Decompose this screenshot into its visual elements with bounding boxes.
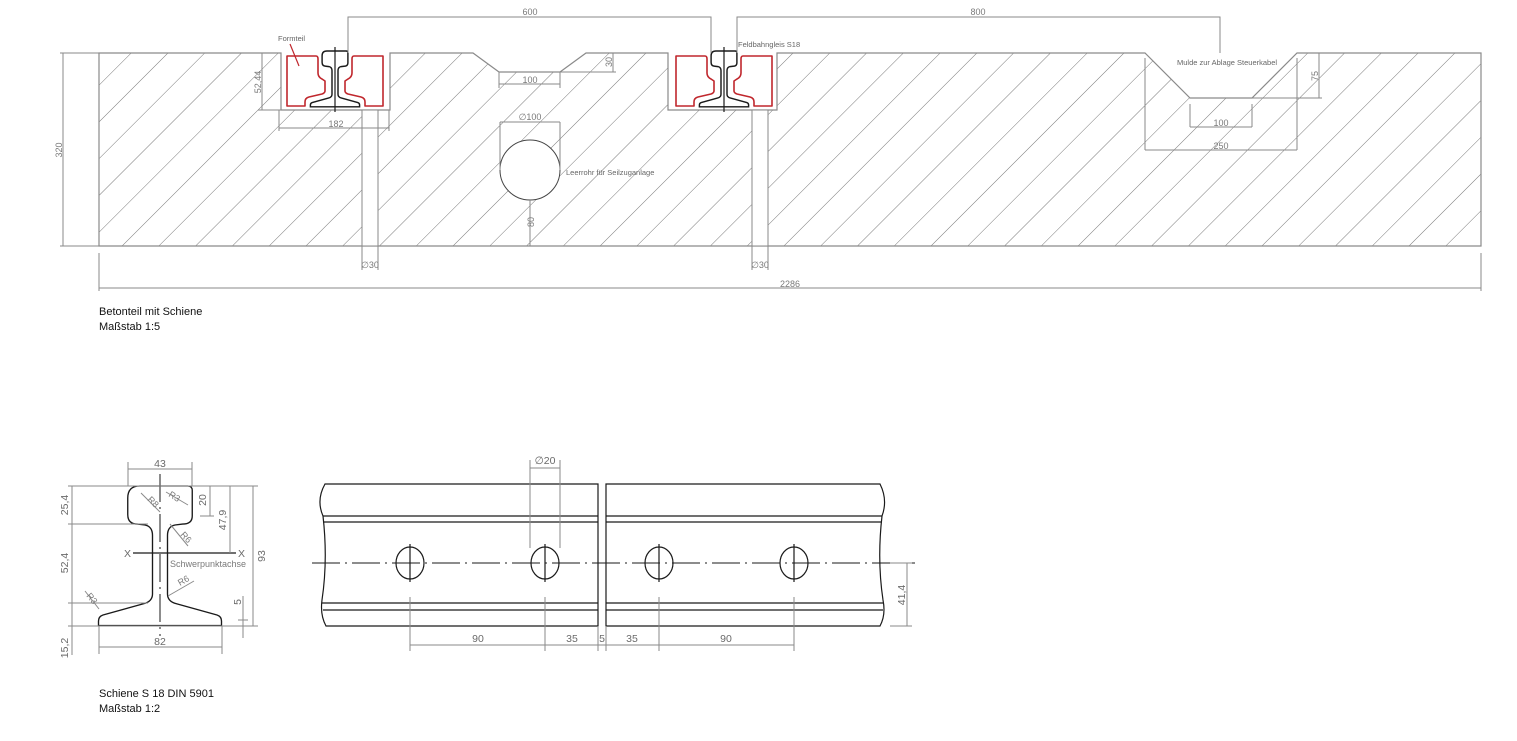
rail-section-scale: Maßstab 1:2: [99, 703, 160, 715]
rail-side-view: ∅20 41,4 90 35 5 35 90: [312, 455, 915, 651]
axis-label-right: X: [238, 548, 245, 560]
top-dimensions: 600 800 320 52,44 182 100 30 ∅100 80 ∅30…: [54, 7, 1482, 291]
dim-182: 182: [328, 119, 343, 129]
rail-pocket-right: [675, 47, 773, 112]
dim-slot-left: ∅30: [361, 260, 379, 270]
dim-41-4: 41,4: [896, 585, 908, 606]
radius-r6-bottom: R6: [176, 573, 191, 587]
dim-15-2: 15,2: [59, 638, 71, 659]
slot-left: [361, 109, 379, 247]
dim-90-left: 90: [472, 633, 484, 645]
dim-93: 93: [256, 550, 268, 562]
dim-82: 82: [154, 636, 166, 648]
rail-section-title: Schiene S 18 DIN 5901: [99, 688, 214, 700]
dim-52-44: 52,44: [253, 71, 263, 94]
rail-segment-right: [605, 483, 886, 627]
dim-30-groove: 30: [604, 57, 614, 67]
top-drawing-title: Betonteil mit Schiene: [99, 306, 202, 318]
dim-75: 75: [1310, 71, 1320, 81]
slot-right: [751, 109, 769, 247]
label-feldbahngleis: Feldbahngleis S18: [738, 40, 800, 49]
dim-2286: 2286: [780, 279, 800, 289]
radius-r6-top: R6: [179, 530, 194, 545]
dim-slot-right: ∅30: [751, 260, 769, 270]
dim-47-9: 47,9: [217, 510, 229, 531]
dim-100-mulde: 100: [1213, 118, 1228, 128]
label-formteil: Formteil: [278, 34, 305, 43]
top-labels: Formteil Feldbahngleis S18 Leerrohr für …: [99, 34, 1277, 333]
conduit-pipe: [499, 139, 561, 201]
label-mulde: Mulde zur Ablage Steuerkabel: [1177, 58, 1277, 67]
dim-5: 5: [232, 599, 244, 605]
dim-25-4: 25,4: [59, 495, 71, 516]
dim-320: 320: [54, 142, 64, 157]
rail-pocket-left: [286, 47, 384, 112]
rail-cross-section: X X Schwerpunktachse 43 25,4 52,4 15,2 9…: [59, 458, 268, 715]
label-leerrohr: Leerrohr für Seilzuganlage: [566, 168, 654, 177]
dim-35-left: 35: [566, 633, 578, 645]
dim-gap-5: 5: [599, 633, 605, 645]
dim-100-groove: 100: [522, 75, 537, 85]
axis-label-left: X: [124, 548, 131, 560]
dim-52-4: 52,4: [59, 553, 71, 574]
centroid-axis-label: Schwerpunktachse: [170, 559, 246, 569]
dim-250: 250: [1213, 141, 1228, 151]
dim-43: 43: [154, 458, 166, 470]
rail-segment-left: [319, 483, 599, 627]
concrete-slab: [98, 52, 1482, 247]
dim-90-right: 90: [720, 633, 732, 645]
dim-20: 20: [197, 494, 209, 506]
dim-hole-diameter: ∅20: [535, 455, 556, 467]
concrete-slab-section: [98, 52, 1482, 247]
dim-80: 80: [526, 217, 536, 227]
dim-pipe-diameter: ∅100: [519, 112, 542, 122]
dim-600: 600: [522, 7, 537, 17]
dim-35-right: 35: [626, 633, 638, 645]
bolt-holes: [395, 544, 809, 582]
dim-800: 800: [970, 7, 985, 17]
top-drawing-scale: Maßstab 1:5: [99, 321, 160, 333]
